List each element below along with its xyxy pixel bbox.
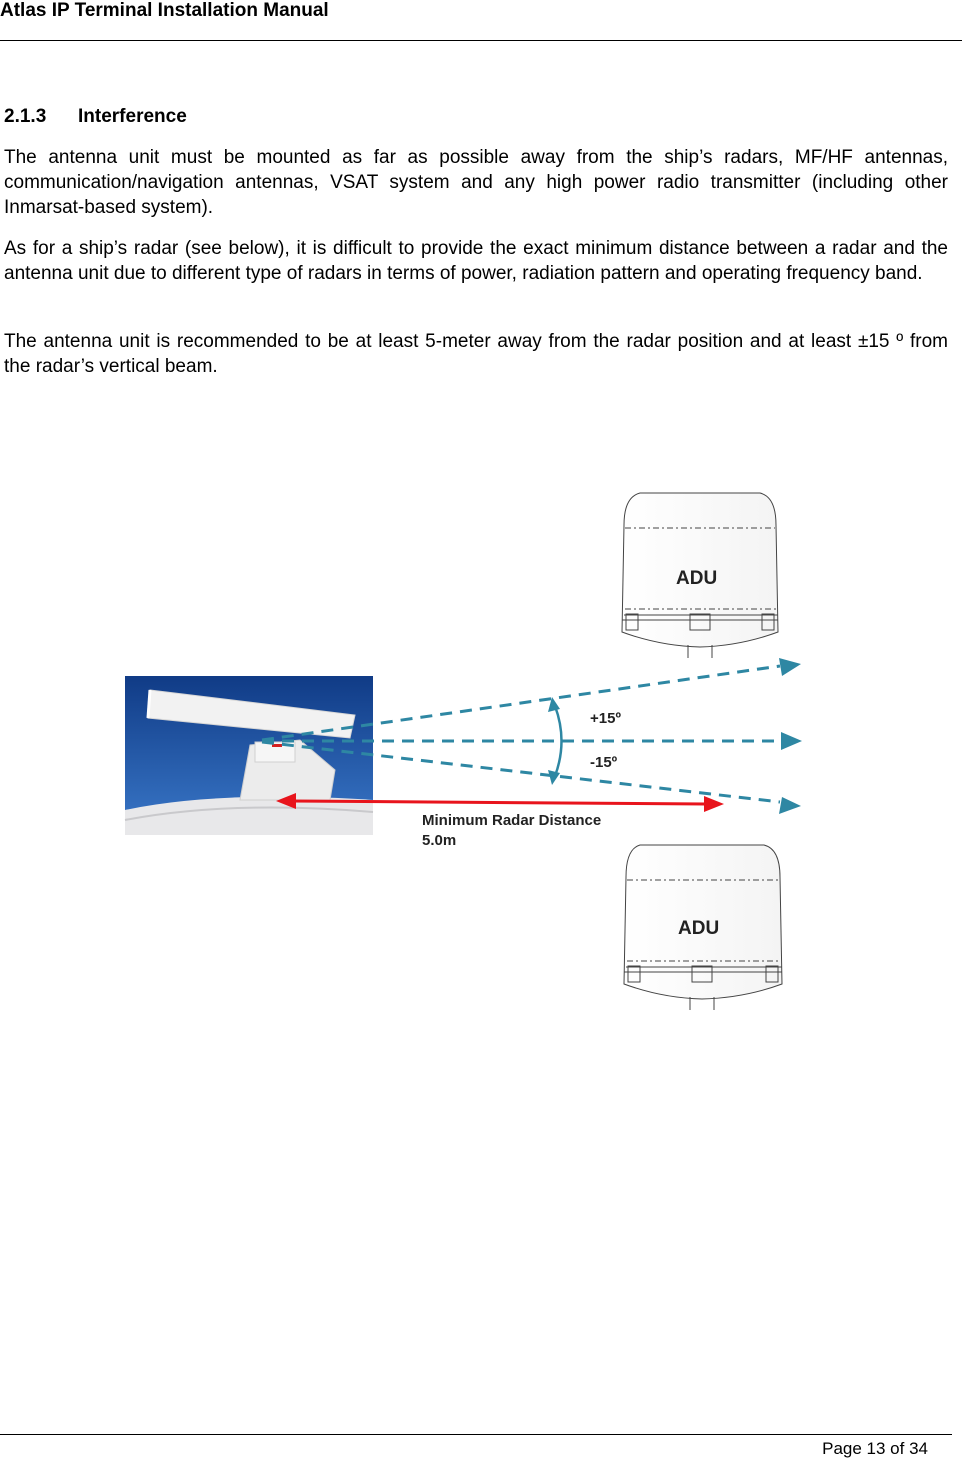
beam-lower-arrowhead bbox=[779, 797, 801, 814]
beam-upper-line bbox=[261, 664, 781, 742]
beam-lower-line bbox=[261, 740, 781, 804]
paragraph-2: As for a ship’s radar (see below), it is… bbox=[4, 238, 948, 284]
section-number: 2.1.3 bbox=[4, 106, 47, 127]
adu-top-drawing bbox=[621, 492, 779, 658]
distance-label-line1: Minimum Radar Distance bbox=[422, 812, 601, 829]
radar-interference-figure: +15º -15º Minimum Radar Distance 5.0m AD… bbox=[124, 492, 802, 1010]
adu-bottom-drawing bbox=[623, 844, 783, 1010]
distance-label-line2: 5.0m bbox=[422, 832, 456, 849]
angle-plus-label: +15º bbox=[590, 710, 621, 727]
adu-top-label: ADU bbox=[676, 568, 717, 589]
page-number: Page 13 of 34 bbox=[822, 1439, 928, 1458]
paragraph-1: The antenna unit must be mounted as far … bbox=[4, 147, 948, 218]
paragraph-3: The antenna unit is recommended to be at… bbox=[4, 331, 948, 377]
angle-arc-top-arrowhead bbox=[548, 697, 560, 712]
beam-upper-arrowhead bbox=[779, 658, 801, 676]
radar-beam-lines bbox=[261, 664, 781, 804]
angle-minus-label: -15º bbox=[590, 754, 618, 771]
section-title: Interference bbox=[78, 106, 187, 127]
beam-center-arrowhead bbox=[781, 732, 802, 750]
angle-arc bbox=[553, 705, 563, 777]
distance-arrow-right-head bbox=[704, 796, 724, 812]
header-divider bbox=[0, 40, 962, 41]
radar-photo bbox=[124, 676, 374, 835]
section-heading: 2.1.3 Interference bbox=[4, 106, 187, 128]
footer-divider bbox=[0, 1434, 952, 1435]
header-title: Atlas IP Terminal Installation Manual bbox=[0, 0, 329, 21]
adu-bottom-label: ADU bbox=[678, 918, 719, 939]
angle-arc-bottom-arrowhead bbox=[548, 770, 560, 785]
distance-arrow-line bbox=[291, 799, 707, 806]
distance-arrow-left-head bbox=[276, 793, 296, 809]
